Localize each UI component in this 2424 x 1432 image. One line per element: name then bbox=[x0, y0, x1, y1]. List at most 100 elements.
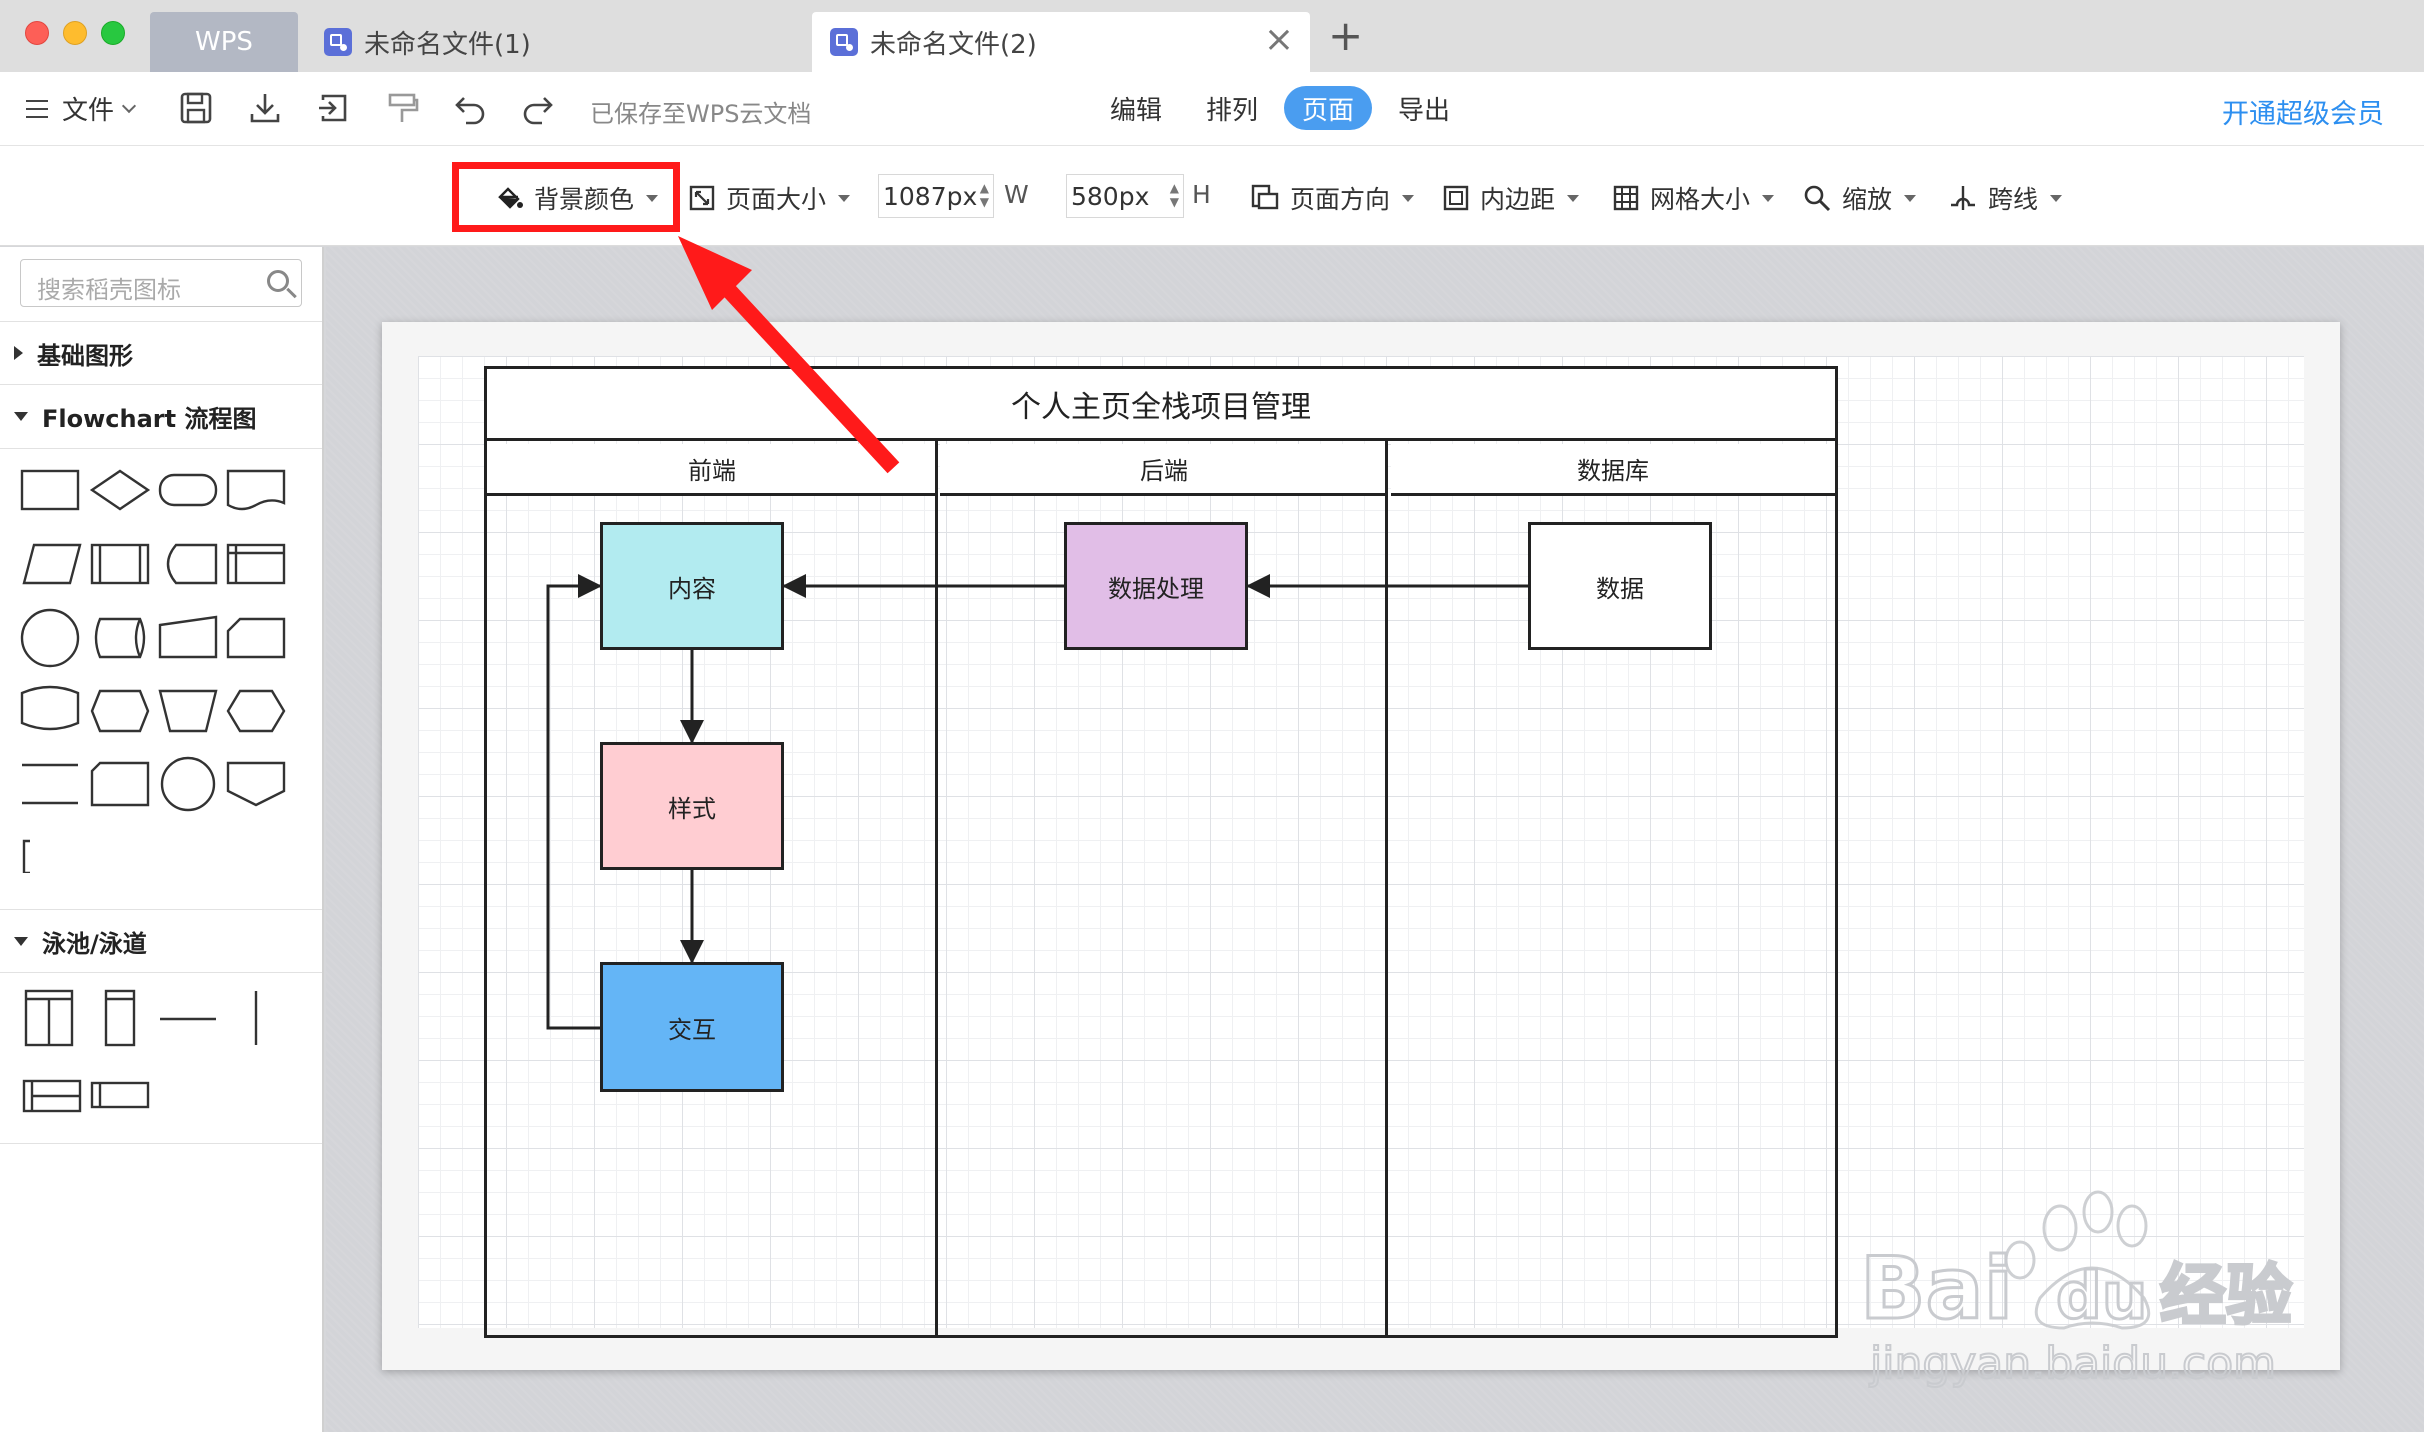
section-pools-lanes[interactable]: 泳池/泳道 bbox=[0, 909, 322, 973]
section-basic-shapes-label: 基础图形 bbox=[37, 341, 133, 370]
caret-down-icon bbox=[646, 194, 659, 202]
tab-wps[interactable]: WPS bbox=[150, 12, 298, 72]
tab-file-2[interactable]: 未命名文件(2) × bbox=[812, 12, 1310, 72]
add-tab-icon[interactable]: + bbox=[1328, 11, 1364, 60]
tab-page[interactable]: 页面 bbox=[1284, 86, 1372, 130]
page-orientation-label: 页面方向 bbox=[1290, 185, 1391, 214]
download-icon[interactable] bbox=[245, 88, 285, 128]
caret-down-icon bbox=[1567, 194, 1580, 202]
section-flowchart[interactable]: Flowchart 流程图 bbox=[0, 385, 322, 449]
tab-arrange[interactable]: 排列 bbox=[1205, 95, 1258, 126]
watermark-brand-du: du bbox=[2056, 1260, 2147, 1334]
search-icon[interactable] bbox=[267, 270, 289, 292]
watermark-brand: Bai bbox=[1860, 1239, 2013, 1339]
pool-title[interactable]: 个人主页全栈项目管理 bbox=[487, 369, 1835, 441]
highlight-box bbox=[452, 162, 680, 232]
flowchart-doc-icon bbox=[830, 28, 858, 56]
tab-export[interactable]: 导出 bbox=[1397, 95, 1450, 126]
vip-upgrade-link[interactable]: 开通超级会员 bbox=[2222, 99, 2384, 130]
padding-label: 内边距 bbox=[1480, 185, 1556, 214]
padding-button[interactable]: 内边距 bbox=[1442, 180, 1580, 216]
shape-library-sidebar: 搜索稻壳图标 基础图形 Flowchart 流程图 bbox=[0, 247, 324, 1432]
close-icon[interactable]: × bbox=[1263, 19, 1294, 60]
lane-header-database[interactable]: 数据库 bbox=[1391, 444, 1835, 496]
file-menu-label: 文件 bbox=[62, 96, 115, 126]
caret-right-icon bbox=[14, 346, 23, 360]
node-interaction-label: 交互 bbox=[668, 1015, 716, 1044]
zoom-button[interactable]: 缩放 bbox=[1802, 180, 1917, 216]
section-pools-lanes-label: 泳池/泳道 bbox=[42, 929, 147, 958]
sidebar-divider bbox=[0, 1143, 322, 1144]
save-icon[interactable] bbox=[176, 88, 216, 128]
node-content-label: 内容 bbox=[668, 574, 716, 603]
file-menu-button[interactable]: 文件 bbox=[26, 90, 137, 127]
grid-size-label: 网格大小 bbox=[1650, 185, 1751, 214]
jump-line-button[interactable]: 跨线 bbox=[1948, 180, 2063, 216]
close-window-button[interactable] bbox=[25, 21, 49, 45]
lane-divider bbox=[1385, 441, 1388, 1338]
grid-size-button[interactable]: 网格大小 bbox=[1612, 180, 1775, 216]
watermark-url: jingyan.baidu.com bbox=[1869, 1338, 2276, 1388]
tab-file-1-label: 未命名文件(1) bbox=[364, 29, 531, 60]
tab-edit[interactable]: 编辑 bbox=[1109, 95, 1162, 126]
stepper-icon[interactable]: ▲▼ bbox=[979, 181, 989, 209]
node-content[interactable]: 内容 bbox=[600, 522, 784, 650]
page-width-input[interactable]: 1087px ▲▼ bbox=[878, 174, 994, 218]
main-toolbar: 文件 已保存至WPS云文档 编辑 排列 页面 导出 开通超级会员 bbox=[0, 72, 2424, 146]
minimize-window-button[interactable] bbox=[63, 21, 87, 45]
page-height-input[interactable]: 580px ▲▼ bbox=[1066, 174, 1184, 218]
page-size-button[interactable]: 页面大小 bbox=[688, 180, 851, 216]
chevron-down-icon bbox=[121, 98, 137, 113]
pool-lane-shape-palette[interactable] bbox=[0, 985, 320, 1135]
caret-down-icon bbox=[1904, 194, 1917, 202]
flowchart-shape-palette[interactable] bbox=[0, 453, 320, 873]
baidu-jingyan-watermark: Bai du 经验 jingyan.baidu.com bbox=[1860, 1190, 2294, 1388]
jump-line-label: 跨线 bbox=[1988, 185, 2039, 214]
menu-icon bbox=[26, 99, 48, 118]
tab-file-2-label: 未命名文件(2) bbox=[870, 29, 1037, 60]
stepper-icon[interactable]: ▲▼ bbox=[1169, 181, 1179, 209]
caret-down-icon bbox=[1402, 194, 1415, 202]
lane-divider bbox=[935, 441, 938, 1338]
lane-header-backend[interactable]: 后端 bbox=[940, 444, 1388, 496]
tab-file-1[interactable]: 未命名文件(1) bbox=[320, 12, 800, 72]
swimlane-pool[interactable] bbox=[484, 366, 1838, 1338]
maximize-window-button[interactable] bbox=[101, 21, 125, 45]
search-placeholder: 搜索稻壳图标 bbox=[37, 276, 181, 304]
paint-bucket-icon bbox=[498, 187, 523, 209]
caret-down-icon bbox=[838, 194, 851, 202]
lane-header-frontend[interactable]: 前端 bbox=[487, 444, 937, 496]
node-data-processing[interactable]: 数据处理 bbox=[1064, 522, 1248, 650]
node-data[interactable]: 数据 bbox=[1528, 522, 1712, 650]
undo-icon[interactable] bbox=[450, 88, 490, 128]
page-height-value: 580px bbox=[1071, 181, 1150, 211]
page-size-icon bbox=[689, 185, 715, 211]
page-grid bbox=[418, 356, 2304, 1328]
caret-down-icon bbox=[1762, 194, 1775, 202]
node-data-label: 数据 bbox=[1596, 574, 1644, 603]
import-icon[interactable] bbox=[313, 88, 353, 128]
title-bar: WPS 未命名文件(1) 未命名文件(2) × + bbox=[0, 0, 2424, 72]
node-style[interactable]: 样式 bbox=[600, 742, 784, 870]
page-orientation-button[interactable]: 页面方向 bbox=[1250, 180, 1415, 216]
page-size-label: 页面大小 bbox=[726, 185, 827, 214]
caret-down-icon bbox=[14, 412, 28, 421]
width-unit-label: W bbox=[1004, 180, 1029, 209]
padding-icon bbox=[1443, 185, 1469, 211]
background-color-button[interactable]: 背景颜色 bbox=[494, 180, 659, 216]
zoom-label: 缩放 bbox=[1842, 185, 1893, 214]
node-interaction[interactable]: 交互 bbox=[600, 962, 784, 1092]
tab-wps-label: WPS bbox=[195, 27, 253, 57]
redo-icon[interactable] bbox=[518, 88, 558, 128]
caret-down-icon bbox=[2050, 194, 2063, 202]
jump-line-icon bbox=[1951, 186, 1975, 210]
format-painter-icon[interactable] bbox=[382, 88, 422, 128]
icon-search-input[interactable]: 搜索稻壳图标 bbox=[20, 259, 302, 307]
caret-down-icon bbox=[14, 936, 28, 946]
background-color-label: 背景颜色 bbox=[534, 185, 635, 214]
node-data-processing-label: 数据处理 bbox=[1108, 574, 1204, 603]
watermark-cn: 经验 bbox=[2160, 1257, 2292, 1334]
orientation-icon bbox=[1251, 184, 1279, 210]
grid-icon bbox=[1613, 185, 1639, 211]
section-basic-shapes[interactable]: 基础图形 bbox=[0, 321, 322, 385]
